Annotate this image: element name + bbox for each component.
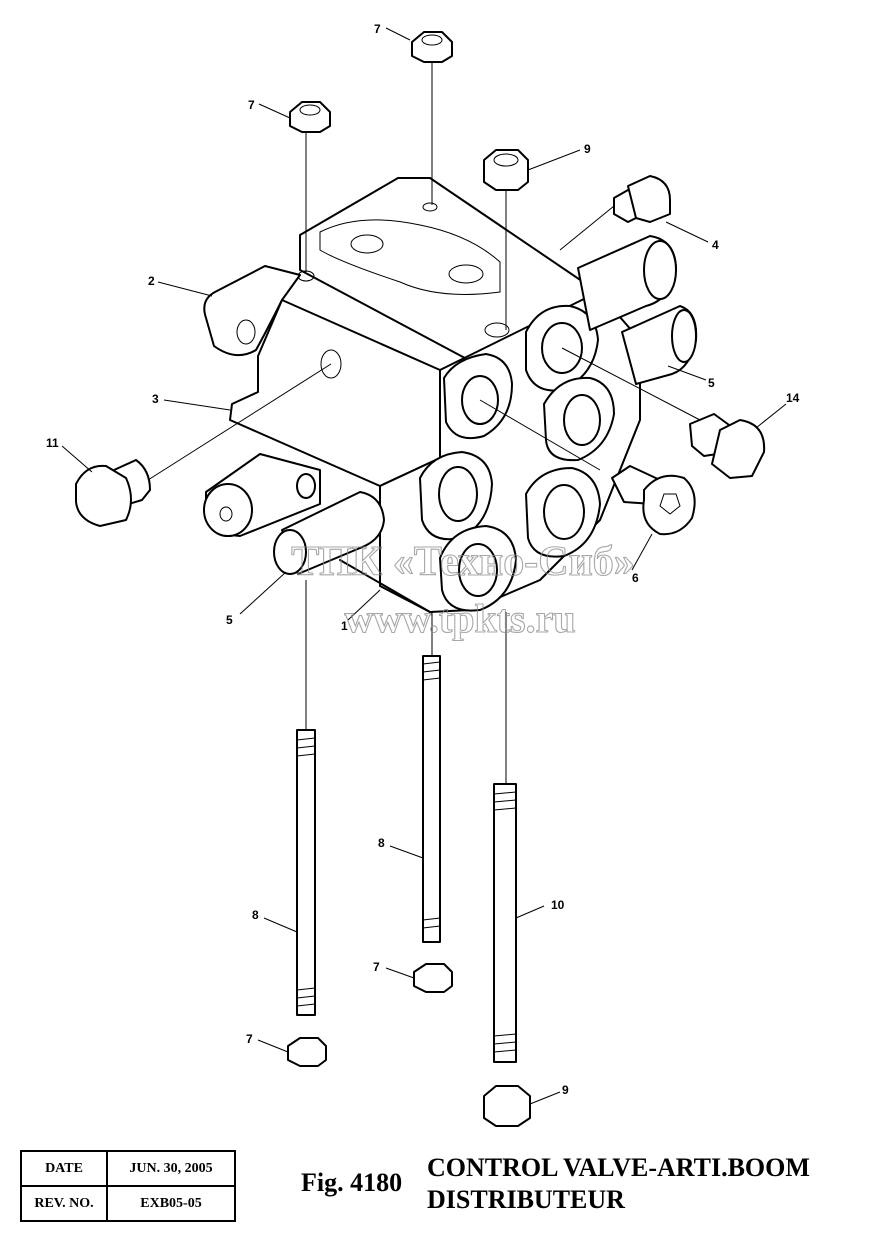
figure-title: CONTROL VALVE-ARTI.BOOM DISTRIBUTEUR bbox=[427, 1152, 810, 1216]
plug-14 bbox=[689, 413, 766, 479]
callout-1: 1 bbox=[341, 619, 348, 633]
callout-7-lower-middle: 7 bbox=[373, 960, 380, 974]
callout-5-right: 5 bbox=[708, 376, 715, 390]
figure-number: Fig. 4180 bbox=[301, 1168, 403, 1197]
callout-2: 2 bbox=[148, 274, 155, 288]
control-valve-body bbox=[203, 177, 641, 613]
leader-lines bbox=[61, 27, 787, 1105]
rod-10 bbox=[493, 783, 517, 1063]
callout-9-top: 9 bbox=[584, 142, 591, 156]
nut-7-lower-middle bbox=[413, 963, 453, 993]
figure-title-english: CONTROL VALVE-ARTI.BOOM bbox=[427, 1153, 810, 1182]
callout-8-left: 8 bbox=[252, 908, 259, 922]
callout-7-lower-left: 7 bbox=[246, 1032, 253, 1046]
callout-4: 4 bbox=[712, 238, 719, 252]
date-label: DATE bbox=[20, 1150, 108, 1187]
callout-14: 14 bbox=[786, 391, 800, 405]
spool-right-upper bbox=[577, 235, 677, 331]
nut-7-top bbox=[411, 31, 453, 63]
watermark-company: ТПК «Техно-Сиб» bbox=[291, 539, 635, 585]
date-value: JUN. 30, 2005 bbox=[106, 1150, 236, 1187]
nut-7-upper-left bbox=[289, 101, 331, 133]
spool-right-lower bbox=[621, 305, 698, 385]
callout-9-bottom: 9 bbox=[562, 1083, 569, 1097]
callout-6: 6 bbox=[632, 571, 639, 585]
revision-table: DATE JUN. 30, 2005 REV. NO. EXB05-05 bbox=[20, 1150, 236, 1222]
nut-7-lower-left bbox=[287, 1037, 327, 1067]
nut-9-bottom bbox=[483, 1085, 531, 1127]
figure-title-french: DISTRIBUTEUR bbox=[427, 1185, 625, 1214]
callout-8-middle: 8 bbox=[378, 836, 385, 850]
spool-left bbox=[203, 453, 321, 537]
rod-8-left bbox=[296, 729, 316, 1016]
callout-7-upper-left: 7 bbox=[248, 98, 255, 112]
revision-label: REV. NO. bbox=[20, 1185, 108, 1222]
revision-row: REV. NO. EXB05-05 bbox=[20, 1185, 236, 1222]
callout-7-top: 7 bbox=[374, 22, 381, 36]
watermark-url: www.tpkts.ru bbox=[344, 596, 575, 641]
assembly-axis-lines bbox=[147, 62, 701, 784]
revision-value: EXB05-05 bbox=[106, 1185, 236, 1222]
spool-front bbox=[273, 491, 385, 575]
callout-5-left: 5 bbox=[226, 613, 233, 627]
plug-4 bbox=[613, 175, 671, 223]
callout-3: 3 bbox=[152, 392, 159, 406]
nut-9-top bbox=[483, 149, 529, 191]
callout-10: 10 bbox=[551, 898, 565, 912]
screw-6 bbox=[611, 465, 696, 536]
rod-8-middle bbox=[422, 655, 441, 943]
date-row: DATE JUN. 30, 2005 bbox=[20, 1150, 236, 1187]
callout-11: 11 bbox=[46, 436, 59, 450]
plug-11 bbox=[75, 459, 151, 527]
